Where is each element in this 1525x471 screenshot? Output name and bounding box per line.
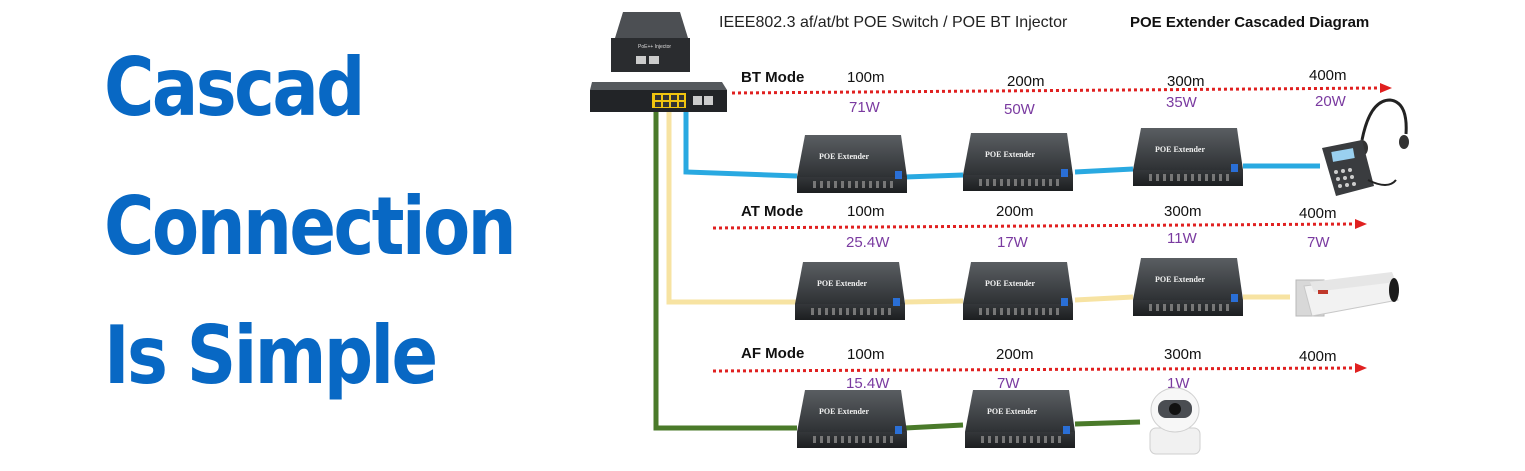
ip-phone-icon [1322,98,1409,196]
extender-logo [1061,298,1068,306]
extender-label: POE Extender [1155,145,1205,154]
af-cable-segment [1074,419,1141,427]
extender-logo [893,298,900,306]
at-distance-2: 200m [996,203,1034,220]
at-distance-arrow [712,219,1367,230]
bt-power-4: 20W [1315,93,1347,110]
poe-switch-icon [590,82,727,112]
af-distance-1: 100m [847,346,885,363]
bt-distance-2: 200m [1007,73,1045,90]
af-distance-4: 400m [1299,348,1337,365]
bt-cable [683,112,798,179]
at-distance-4: 400m [1299,205,1337,222]
bt-cable-segment [904,172,964,180]
extender-logo [1063,426,1070,434]
at-extender-1: POE Extender [795,262,905,320]
at-cable-segment [1074,294,1134,303]
headline-line-1: Cascad [104,41,365,134]
at-power-3: 11W [1167,230,1198,247]
extender-label: POE Extender [817,279,867,288]
bt-power-3: 35W [1166,94,1198,111]
af-extender-1: POE Extender [797,390,907,448]
af-cable [653,112,797,431]
extender-logo [1231,164,1238,172]
headline-line-2: Connection [104,180,517,273]
at-mode-label: AT Mode [741,203,803,220]
af-cable-segment [904,422,964,431]
bt-distance-arrow [731,83,1392,95]
at-extender-2: POE Extender [963,262,1073,320]
af-power-1: 15.4W [846,375,890,392]
af-distance-2: 200m [996,346,1034,363]
diagram-title: POE Extender Cascaded Diagram [1130,14,1369,31]
dome-camera-icon [1149,387,1201,455]
bt-power-1: 71W [849,99,881,116]
at-cable-segment [904,298,964,305]
bt-extender-3: POE Extender [1133,128,1243,186]
bt-distance-4: 400m [1309,67,1347,84]
injector-label: PoE++ Injector [638,44,671,50]
af-distance-arrow [712,363,1367,373]
bt-distance-3: 300m [1167,73,1205,90]
at-distance-1: 100m [847,203,885,220]
bt-extender-1: POE Extender [797,135,907,193]
extender-label: POE Extender [819,152,869,161]
extender-label: POE Extender [1155,275,1205,284]
at-power-1: 25.4W [846,234,890,251]
extender-logo [1061,169,1068,177]
extender-label: POE Extender [985,279,1035,288]
extender-logo [895,171,902,179]
at-extender-3: POE Extender [1133,258,1243,316]
extender-logo [1231,294,1238,302]
headline-line-3: Is Simple [104,309,438,402]
bullet-camera-icon [1295,272,1399,317]
poe-injector-icon: PoE++ Injector [611,12,690,72]
extender-logo [895,426,902,434]
af-extender-2: POE Extender [965,390,1075,448]
bt-extender-2: POE Extender [963,133,1073,191]
extender-label: POE Extender [819,407,869,416]
bt-mode-label: BT Mode [741,69,804,86]
at-power-2: 17W [997,234,1029,251]
at-distance-3: 300m [1164,203,1202,220]
at-power-4: 7W [1307,234,1330,251]
bt-cable-segment [1074,166,1134,175]
af-distance-3: 300m [1164,346,1202,363]
extender-label: POE Extender [985,150,1035,159]
bt-distance-1: 100m [847,69,885,86]
af-power-2: 7W [997,375,1020,392]
at-cable [666,112,797,305]
source-caption: IEEE802.3 af/at/bt POE Switch / POE BT I… [719,14,1068,31]
af-mode-label: AF Mode [741,345,804,362]
bt-power-2: 50W [1004,101,1036,118]
extender-label: POE Extender [987,407,1037,416]
